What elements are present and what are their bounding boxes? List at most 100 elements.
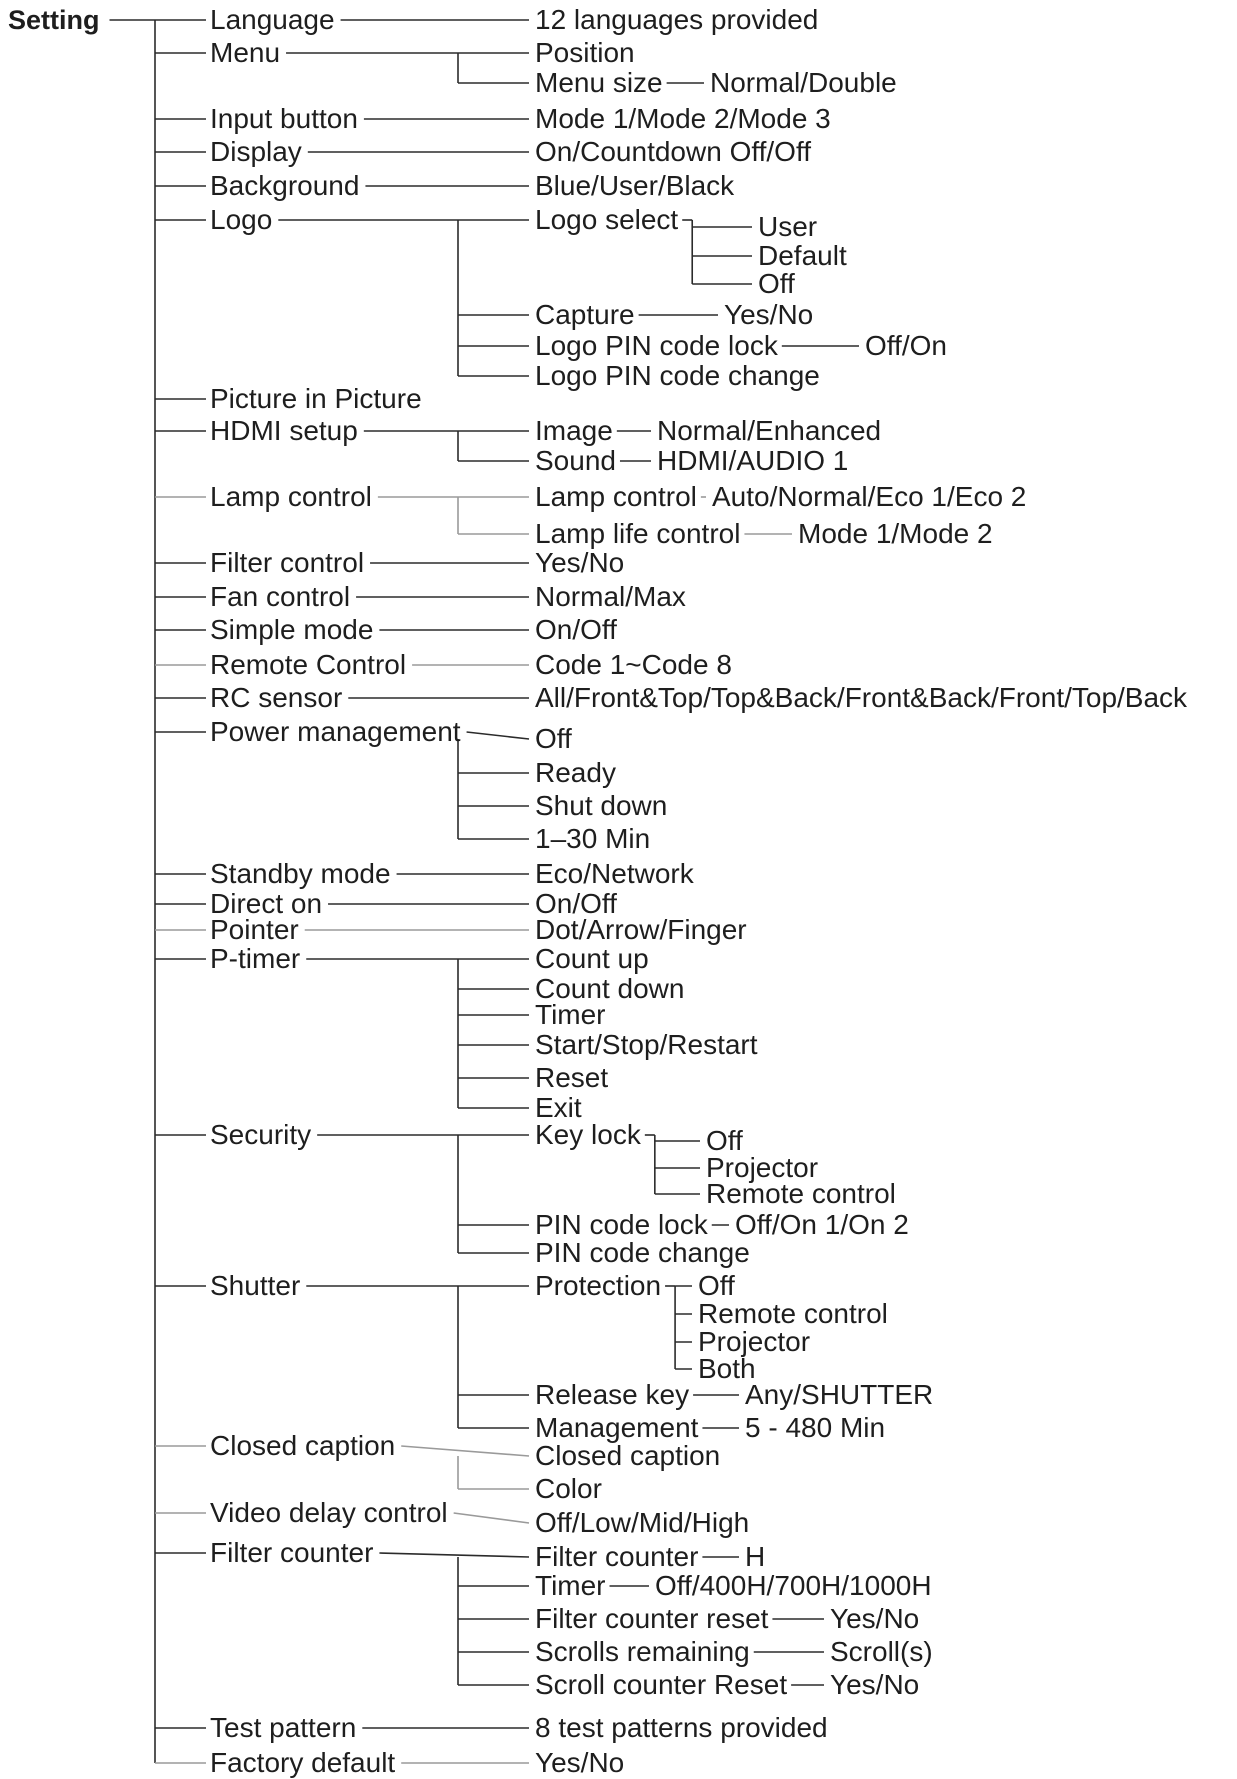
value-label: Yes/No (830, 1669, 919, 1700)
setting-item-label: Filter control (210, 547, 364, 578)
option-label: Position (535, 37, 635, 68)
option-label: Menu size (535, 67, 663, 98)
setting-item-label: HDMI setup (210, 415, 358, 446)
option-label: Timer (535, 999, 606, 1030)
setting-item-label: Closed caption (210, 1430, 395, 1461)
value-label: Mode 1/Mode 2 (798, 518, 993, 549)
value-label: Projector (698, 1326, 810, 1357)
setting-item-label: Fan control (210, 581, 350, 612)
value-label: Off/400H/700H/1000H (655, 1570, 932, 1601)
option-label: Filter counter (535, 1541, 698, 1572)
option-label: Ready (535, 757, 616, 788)
setting-item-label: Picture in Picture (210, 383, 422, 414)
option-label: Filter counter reset (535, 1603, 769, 1634)
option-label: Scrolls remaining (535, 1636, 750, 1667)
option-label: On/Countdown Off/Off (535, 136, 811, 167)
value-label: Off (758, 268, 795, 299)
value-label: Normal/Double (710, 67, 897, 98)
setting-item-label: Test pattern (210, 1712, 356, 1743)
option-label: Logo select (535, 204, 678, 235)
setting-item-label: Shutter (210, 1270, 300, 1301)
option-label: Reset (535, 1062, 608, 1093)
setting-item-label: Factory default (210, 1747, 395, 1778)
value-label: 5 - 480 Min (745, 1412, 885, 1443)
option-label: PIN code lock (535, 1209, 709, 1240)
value-label: Remote control (698, 1298, 888, 1329)
option-label: Capture (535, 299, 635, 330)
value-label: Yes/No (830, 1603, 919, 1634)
option-label: Image (535, 415, 613, 446)
option-label: Logo PIN code change (535, 360, 820, 391)
option-label: Yes/No (535, 1747, 624, 1778)
option-label: Lamp control (535, 481, 697, 512)
option-label: On/Off (535, 614, 617, 645)
option-label: Eco/Network (535, 858, 695, 889)
option-label: Sound (535, 445, 616, 476)
setting-item-label: Menu (210, 37, 280, 68)
root-setting-label: Setting (8, 5, 100, 35)
option-label: Timer (535, 1570, 606, 1601)
setting-item-label: Display (210, 136, 302, 167)
option-label: Shut down (535, 790, 667, 821)
setting-item-label: Filter counter (210, 1537, 373, 1568)
value-label: Any/SHUTTER (745, 1379, 933, 1410)
option-label: 12 languages provided (535, 4, 818, 35)
option-label: Closed caption (535, 1440, 720, 1471)
value-label: HDMI/AUDIO 1 (657, 445, 848, 476)
value-label: Yes/No (724, 299, 813, 330)
option-label: Key lock (535, 1119, 642, 1150)
value-label: Normal/Enhanced (657, 415, 881, 446)
setting-item-label: RC sensor (210, 682, 342, 713)
value-label: Off (698, 1270, 735, 1301)
setting-item-label: P-timer (210, 943, 300, 974)
option-label: Management (535, 1412, 699, 1443)
setting-item-label: Pointer (210, 914, 299, 945)
tree-connectors (109, 19, 859, 1764)
value-label: Off/On 1/On 2 (735, 1209, 909, 1240)
option-label: Start/Stop/Restart (535, 1029, 758, 1060)
option-label: Code 1~Code 8 (535, 649, 732, 680)
option-label: Mode 1/Mode 2/Mode 3 (535, 103, 831, 134)
setting-item-label: Remote Control (210, 649, 406, 680)
setting-item-label: Security (210, 1119, 311, 1150)
setting-item-label: Standby mode (210, 858, 391, 889)
setting-item-label: Logo (210, 204, 272, 235)
option-connector (379, 1552, 530, 1558)
setting-item-label: Background (210, 170, 359, 201)
option-label: Yes/No (535, 547, 624, 578)
option-label: Count down (535, 973, 684, 1004)
option-connector (466, 731, 530, 740)
option-label: All/Front&Top/Top&Back/Front&Back/Front/… (535, 682, 1188, 713)
option-label: Off/Low/Mid/High (535, 1507, 749, 1538)
setting-item-label: Lamp control (210, 481, 372, 512)
option-label: Blue/User/Black (535, 170, 735, 201)
option-label: 1–30 Min (535, 823, 650, 854)
setting-item-label: Power management (210, 716, 461, 747)
option-label: Logo PIN code lock (535, 330, 779, 361)
value-label: H (745, 1541, 765, 1572)
value-label: Off (706, 1125, 743, 1156)
option-label: Color (535, 1473, 602, 1504)
value-label: Auto/Normal/Eco 1/Eco 2 (712, 481, 1026, 512)
setting-item-label: Direct on (210, 888, 322, 919)
setting-item-label: Simple mode (210, 614, 373, 645)
value-label: Default (758, 240, 847, 271)
option-label: Scroll counter Reset (535, 1669, 787, 1700)
option-label: Lamp life control (535, 518, 740, 549)
option-label: Exit (535, 1092, 582, 1123)
option-label: On/Off (535, 888, 617, 919)
setting-item-label: Video delay control (210, 1497, 448, 1528)
value-label: Scroll(s) (830, 1636, 933, 1667)
option-label: PIN code change (535, 1237, 750, 1268)
value-label: User (758, 211, 817, 242)
value-label: Off/On (865, 330, 947, 361)
value-label: Projector (706, 1152, 818, 1183)
option-label: 8 test patterns provided (535, 1712, 828, 1743)
value-label: Both (698, 1353, 756, 1384)
setting-item-label: Input button (210, 103, 358, 134)
setting-item-label: Language (210, 4, 335, 35)
option-label: Count up (535, 943, 649, 974)
option-connector (453, 1512, 530, 1524)
tree-labels: Setting Language 12 languages providedMen… (8, 4, 1188, 1778)
